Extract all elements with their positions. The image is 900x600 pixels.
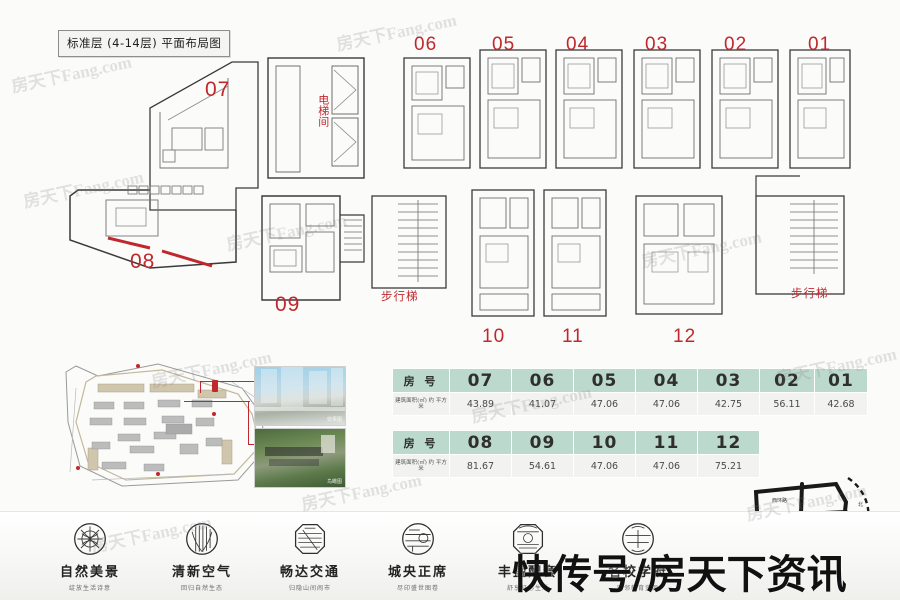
school-crest-icon — [622, 523, 654, 555]
svg-text:北: 北 — [858, 501, 863, 508]
table-row-header: 房 号 08 09 10 11 12 — [392, 430, 760, 455]
table-row-values: 建筑面积(㎡) 约 平方米 81.67 54.61 47.06 47.06 75… — [392, 454, 760, 478]
nature-crest-icon — [74, 523, 106, 555]
unit-label-02: 02 — [724, 34, 748, 55]
area-value-07: 43.89 — [449, 392, 512, 416]
feature-subtitle: 绽放生活诗意 — [68, 585, 111, 592]
unit-header-02: 02 — [759, 368, 815, 393]
unit-header-05: 05 — [573, 368, 636, 393]
unit-label-03: 03 — [645, 34, 669, 55]
unit-header-08: 08 — [449, 430, 512, 455]
unit-label-07: 07 — [205, 78, 231, 101]
table-row-header: 房 号 07 06 05 04 03 02 01 — [392, 368, 868, 393]
feature-item-transit: 畅达交通 归隐山间闹市 — [250, 521, 370, 592]
feature-title: 畅达交通 — [279, 565, 340, 580]
area-value-09: 54.61 — [511, 454, 574, 478]
feature-subtitle: 回归自然生态 — [180, 585, 223, 592]
unit-label-04: 04 — [566, 34, 590, 55]
feature-item-air: 清新空气 回归自然生态 — [142, 521, 262, 592]
feature-title: 城央正席 — [387, 565, 448, 580]
overlay-headline: 快传号/房天下资讯 — [512, 552, 847, 598]
unit-header-03: 03 — [697, 368, 760, 393]
area-value-05: 47.06 — [573, 392, 636, 416]
leader-line-2-drop — [248, 401, 250, 445]
leader-line-2 — [184, 401, 250, 403]
feature-title: 丰盛配套 — [497, 565, 558, 580]
unit-label-05: 05 — [492, 34, 516, 55]
amenity-crest-icon — [512, 523, 544, 555]
area-value-10: 47.06 — [573, 454, 636, 478]
leader-line-1-stub — [200, 381, 202, 393]
unit-header-07: 07 — [449, 368, 512, 393]
feature-band: 自然美景 绽放生活诗意 清新空气 回归自然生态 — [0, 511, 900, 600]
feature-item-amenity: 丰盛配套 舒享舒心生活 — [468, 521, 588, 592]
area-value-08: 81.67 — [449, 454, 512, 478]
city-crest-icon — [402, 523, 434, 555]
feature-title: 清新空气 — [171, 565, 232, 580]
area-row-label: 建筑面积(㎡) 约 平方米 — [392, 392, 450, 416]
leader-line-1 — [200, 381, 258, 383]
unit-label-12: 12 — [673, 326, 697, 347]
elevator-room-label: 电梯间 — [316, 94, 330, 127]
area-value-03: 42.75 — [697, 392, 760, 416]
feature-subtitle: 舒享舒心生活 — [506, 585, 549, 592]
feature-subtitle: 归隐山间闹市 — [288, 585, 331, 592]
unit-label-08: 08 — [130, 250, 156, 273]
table-row-values: 建筑面积(㎡) 约 平方米 43.89 41.07 47.06 47.06 42… — [392, 392, 868, 416]
leader-line-2-end — [248, 444, 258, 446]
area-value-11: 47.06 — [635, 454, 698, 478]
area-value-02: 56.11 — [759, 392, 815, 416]
stairs-label-left: 步行梯 — [381, 289, 419, 303]
feature-subtitle: 毗邻教育资源 — [616, 585, 659, 592]
area-value-04: 47.06 — [635, 392, 698, 416]
unit-header-01: 01 — [814, 368, 868, 393]
unit-label-01: 01 — [808, 34, 832, 55]
unit-header-04: 04 — [635, 368, 698, 393]
area-value-12: 75.21 — [697, 454, 760, 478]
unit-header-09: 09 — [511, 430, 574, 455]
feature-item-nature: 自然美景 绽放生活诗意 — [30, 521, 150, 592]
render-photo-aerial[interactable]: 鸟瞰图 — [254, 428, 346, 488]
feature-item-city: 城央正席 尽印盛世图卷 — [358, 521, 478, 592]
air-crest-icon — [186, 523, 218, 555]
feature-subtitle: 尽印盛世图卷 — [396, 585, 439, 592]
unit-label-11: 11 — [562, 326, 584, 347]
render-photo-exterior[interactable]: 效果图 — [254, 366, 346, 426]
photo-caption-1: 效果图 — [326, 417, 342, 423]
unit-label-10: 10 — [482, 326, 506, 347]
feature-title: 自然美景 — [59, 565, 120, 580]
unit-label-09: 09 — [275, 293, 301, 316]
feature-item-school: 名校学府 毗邻教育资源 — [578, 521, 698, 592]
area-table-lower: 房 号 08 09 10 11 12 建筑面积(㎡) 约 平方米 81.67 5… — [392, 430, 760, 478]
area-value-06: 41.07 — [511, 392, 574, 416]
area-table-upper: 房 号 07 06 05 04 03 02 01 建筑面积(㎡) 约 平方米 4… — [392, 368, 868, 416]
stairs-label-right: 步行梯 — [791, 286, 829, 300]
highlight-wall — [107, 236, 213, 268]
area-value-01: 42.68 — [814, 392, 868, 416]
unit-label-06: 06 — [414, 34, 438, 55]
row-header-cell: 房 号 — [392, 368, 450, 393]
unit-header-12: 12 — [697, 430, 760, 455]
svg-text:西环路: 西环路 — [772, 497, 787, 504]
unit-header-06: 06 — [511, 368, 574, 393]
transit-crest-icon — [294, 523, 326, 555]
floor-plan-linework — [69, 49, 851, 317]
unit-header-11: 11 — [635, 430, 698, 455]
photo-caption-2: 鸟瞰图 — [326, 479, 342, 485]
row-header-cell: 房 号 — [392, 430, 450, 455]
feature-title: 名校学府 — [607, 565, 668, 580]
unit-header-10: 10 — [573, 430, 636, 455]
page-title: 标准层 (4-14层) 平面布局图 — [58, 30, 231, 57]
area-row-label: 建筑面积(㎡) 约 平方米 — [392, 454, 450, 478]
